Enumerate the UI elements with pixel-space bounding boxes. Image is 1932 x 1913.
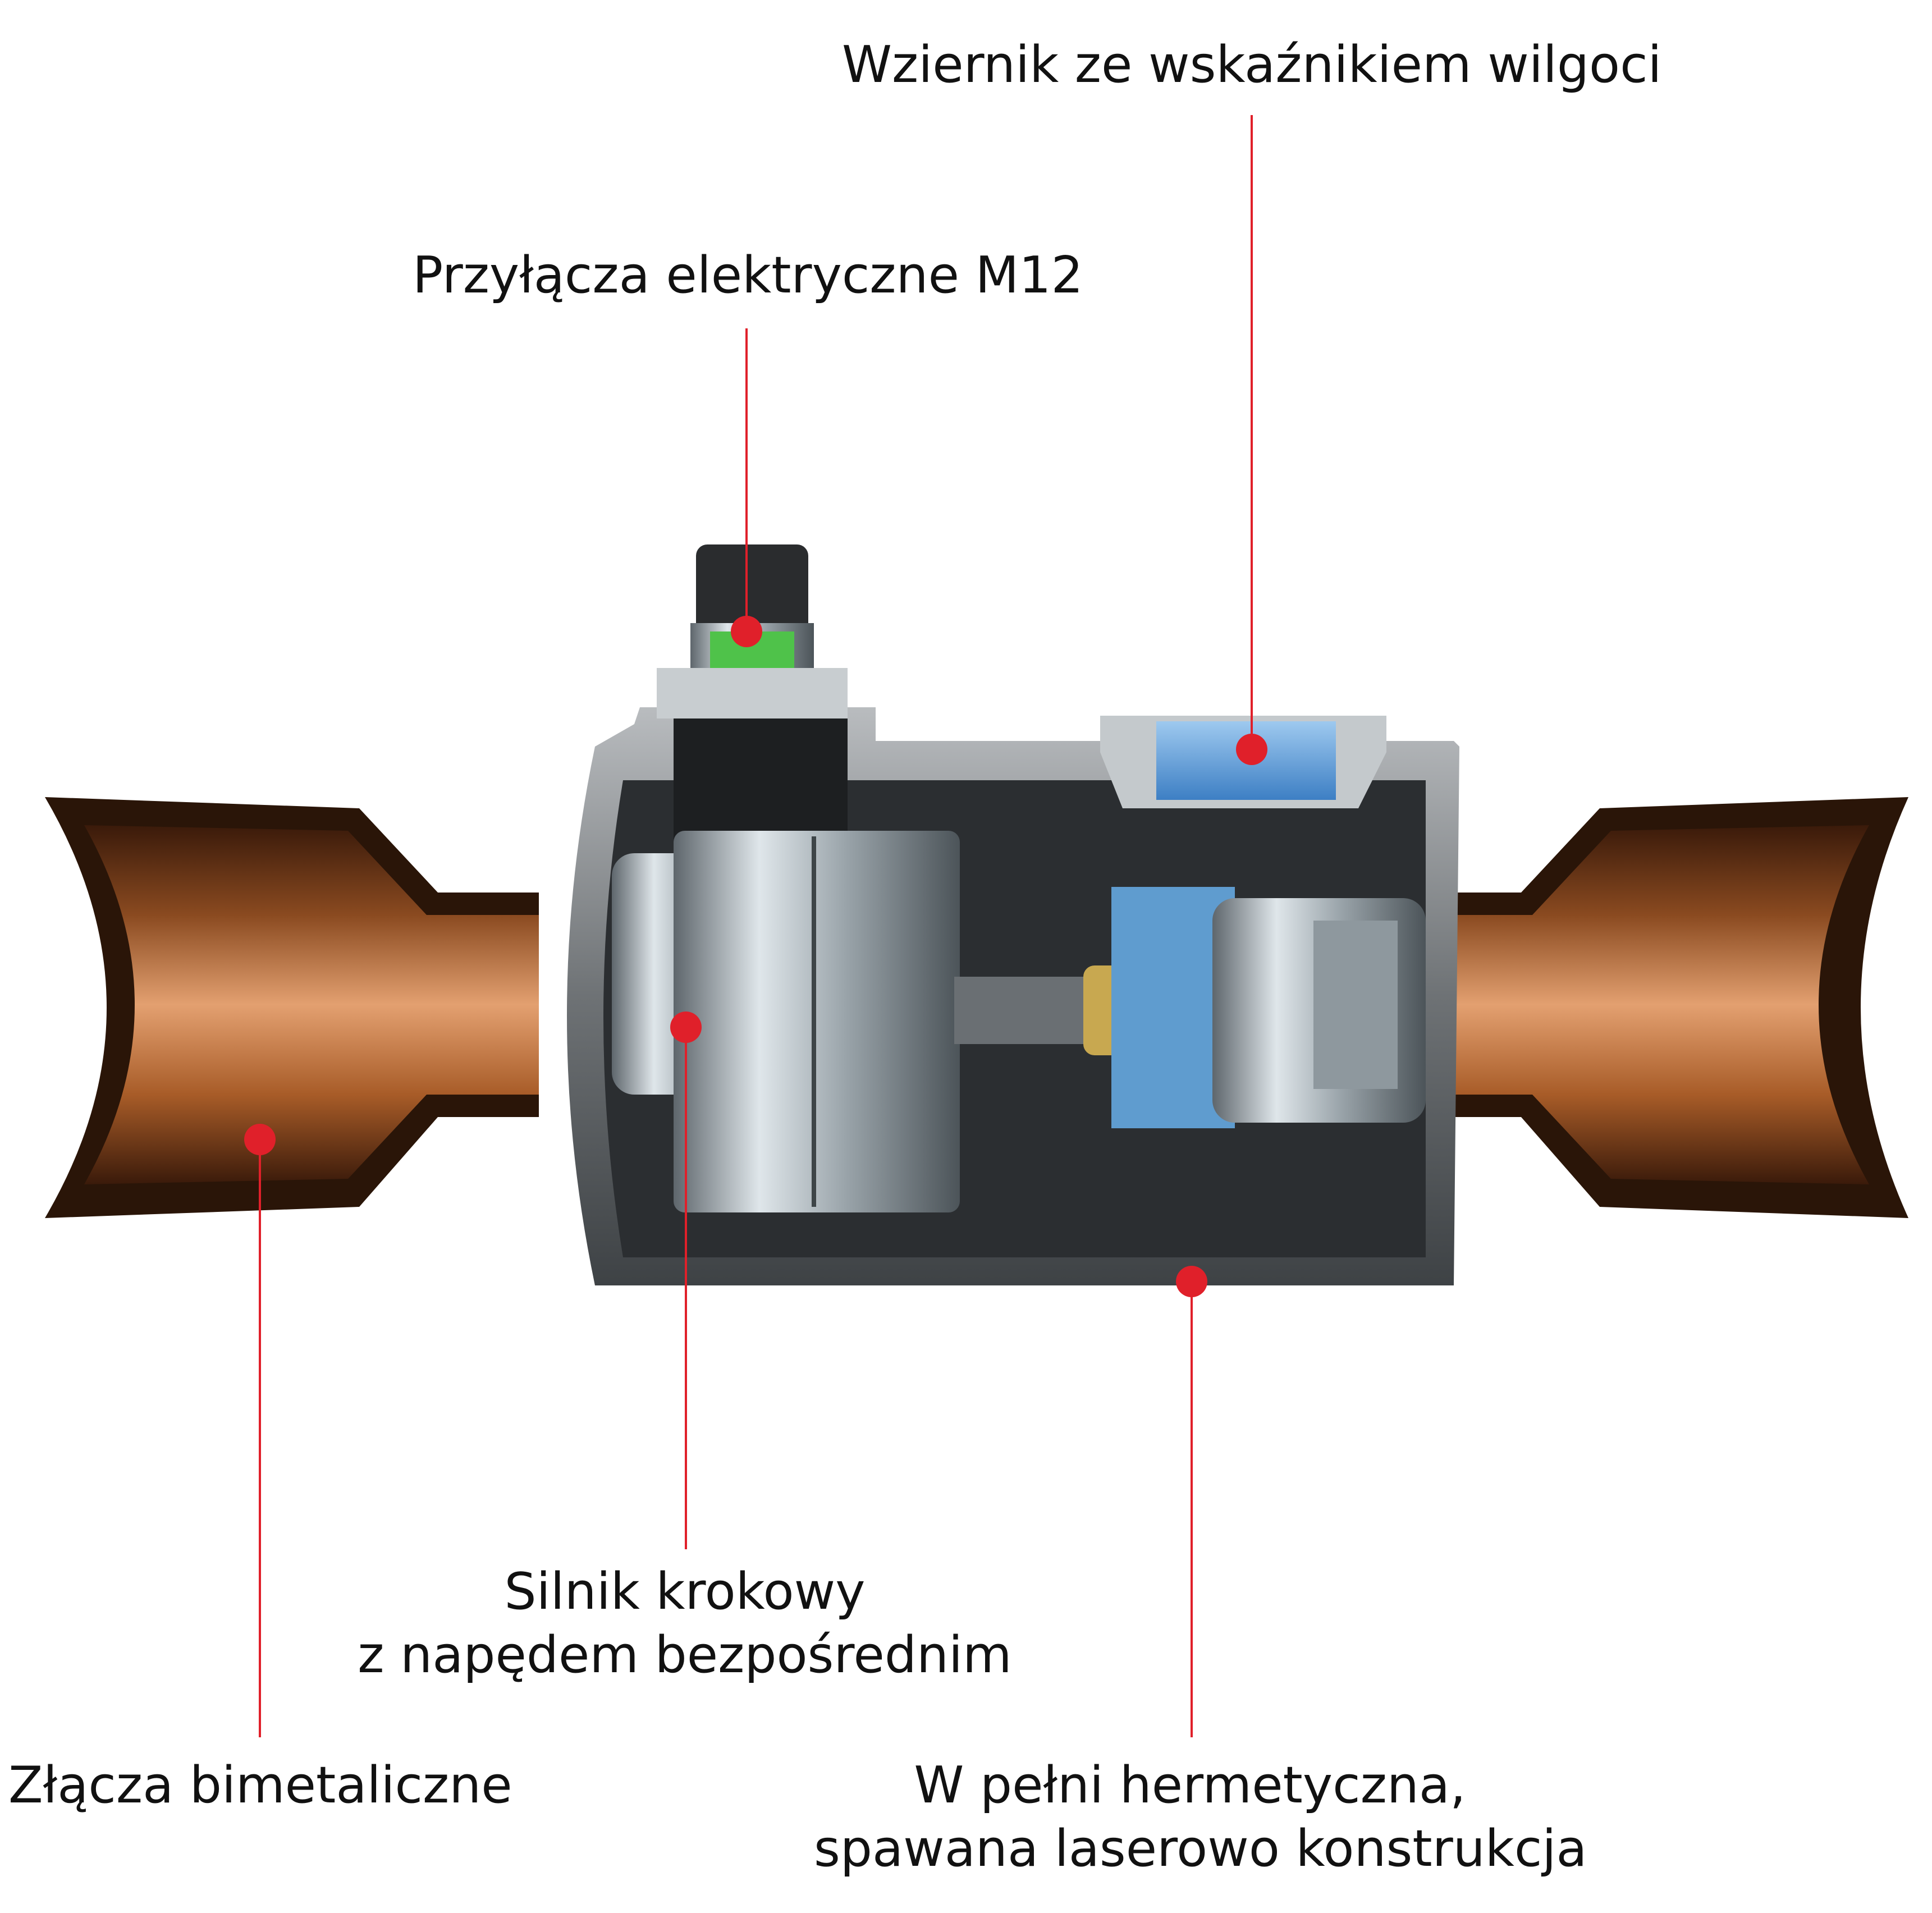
label-motor-line2: z napędem bezpośrednim (358, 1625, 1012, 1685)
label-hermetic: W pełni hermetyczna, spawana laserowo ko… (814, 1754, 1587, 1880)
callout-dot-bimetal (244, 1124, 276, 1155)
valve-mechanism (954, 887, 1426, 1128)
label-motor: Silnik krokowy z napędem bezpośrednim (337, 1560, 1033, 1687)
label-bimetal: Złącza bimetaliczne (8, 1756, 512, 1815)
right-copper-fitting (1403, 797, 1908, 1218)
callout-dot-electrical (731, 616, 762, 647)
left-copper-fitting (45, 797, 539, 1218)
label-motor-line1: Silnik krokowy (504, 1562, 866, 1621)
label-hermetic-line2: spawana laserowo konstrukcja (814, 1819, 1587, 1878)
stepper-motor (612, 831, 960, 1212)
m12-connector (657, 544, 848, 864)
label-hermetic-line1: W pełni hermetyczna, (914, 1756, 1466, 1815)
callout-dot-motor (670, 1012, 702, 1043)
callout-dot-sight-glass (1236, 734, 1267, 765)
callouts (244, 115, 1267, 1737)
label-electrical: Przyłącza elektryczne M12 (413, 246, 1083, 305)
callout-dot-hermetic (1176, 1266, 1207, 1297)
label-sight-glass: Wziernik ze wskaźnikiem wilgoci (842, 35, 1662, 94)
